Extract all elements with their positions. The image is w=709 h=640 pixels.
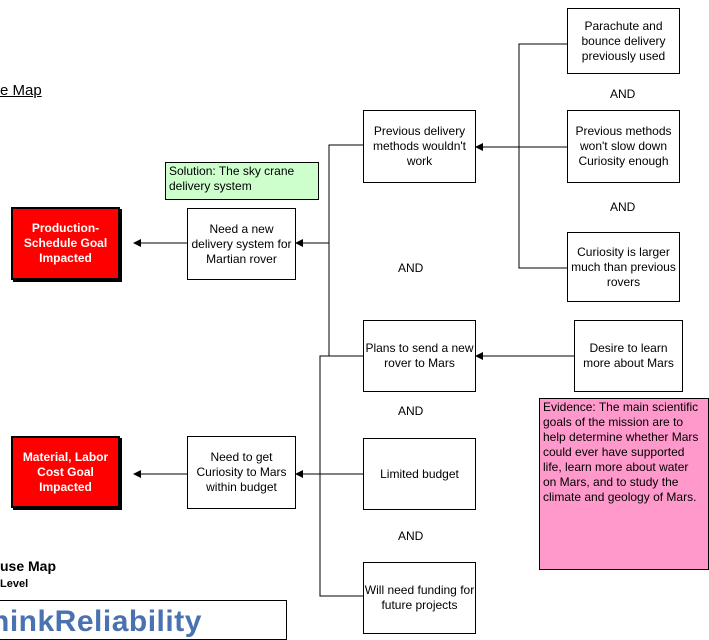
cause-limited-budget: Limited budget bbox=[363, 438, 476, 510]
evidence-note-text: Evidence: The main scientific goals of t… bbox=[543, 400, 699, 504]
cause-previous-delivery-label: Previous delivery methods wouldn't work bbox=[372, 124, 466, 168]
evidence-note: Evidence: The main scientific goals of t… bbox=[539, 398, 709, 570]
and-label-3: AND bbox=[398, 261, 424, 275]
cause-parachute: Parachute and bounce delivery previously… bbox=[567, 8, 680, 74]
and-label-1: AND bbox=[610, 87, 636, 101]
logo-frame: hinkReliability bbox=[0, 600, 287, 640]
page-title: e Map bbox=[0, 82, 42, 99]
cause-previous-delivery: Previous delivery methods wouldn't work bbox=[363, 110, 476, 183]
cause-larger-rover: Curiosity is larger much than previous r… bbox=[567, 232, 680, 302]
and-label-2: AND bbox=[610, 200, 636, 214]
cause-larger-rover-label: Curiosity is larger much than previous r… bbox=[571, 244, 676, 289]
production-goal-label: Production-Schedule Goal Impacted bbox=[23, 221, 108, 265]
and-label-5: AND bbox=[398, 529, 424, 543]
cause-need-delivery-label: Need a new delivery system for Martian r… bbox=[191, 221, 292, 266]
cause-need-delivery: Need a new delivery system for Martian r… bbox=[187, 208, 296, 280]
cause-plans-rover: Plans to send a new rover to Mars bbox=[363, 320, 476, 392]
cause-plans-rover-label: Plans to send a new rover to Mars bbox=[365, 341, 474, 370]
cause-desire-learn-label: Desire to learn more about Mars bbox=[583, 341, 674, 370]
cause-prev-methods-label: Previous methods won't slow down Curiosi… bbox=[575, 124, 672, 168]
cost-goal-box: Material, Labor Cost Goal Impacted bbox=[11, 436, 120, 508]
cost-goal-label: Material, Labor Cost Goal Impacted bbox=[22, 449, 109, 494]
cause-parachute-label: Parachute and bounce delivery previously… bbox=[581, 18, 666, 63]
cause-future-funding: Will need funding for future projects bbox=[363, 562, 476, 634]
bracket-budget bbox=[319, 355, 363, 597]
solution-note: Solution: The sky crane delivery system bbox=[165, 162, 319, 200]
production-goal-box: Production-Schedule Goal Impacted bbox=[11, 207, 120, 280]
footer-title: use Map bbox=[0, 558, 57, 574]
bracket-previous bbox=[518, 43, 567, 269]
cause-limited-budget-label: Limited budget bbox=[380, 466, 459, 481]
bracket-delivery bbox=[328, 144, 363, 357]
thinkreliability-logo: hinkReliability bbox=[0, 605, 202, 638]
cause-need-budget: Need to get Curiosity to Mars within bud… bbox=[187, 436, 296, 509]
solution-note-text: Solution: The sky crane delivery system bbox=[169, 164, 295, 193]
cause-desire-learn: Desire to learn more about Mars bbox=[574, 320, 683, 392]
cause-need-budget-label: Need to get Curiosity to Mars within bud… bbox=[196, 450, 287, 494]
cause-future-funding-label: Will need funding for future projects bbox=[364, 583, 475, 612]
cause-prev-methods: Previous methods won't slow down Curiosi… bbox=[567, 110, 680, 183]
and-label-4: AND bbox=[398, 404, 424, 418]
footer-level: Level bbox=[0, 578, 29, 590]
